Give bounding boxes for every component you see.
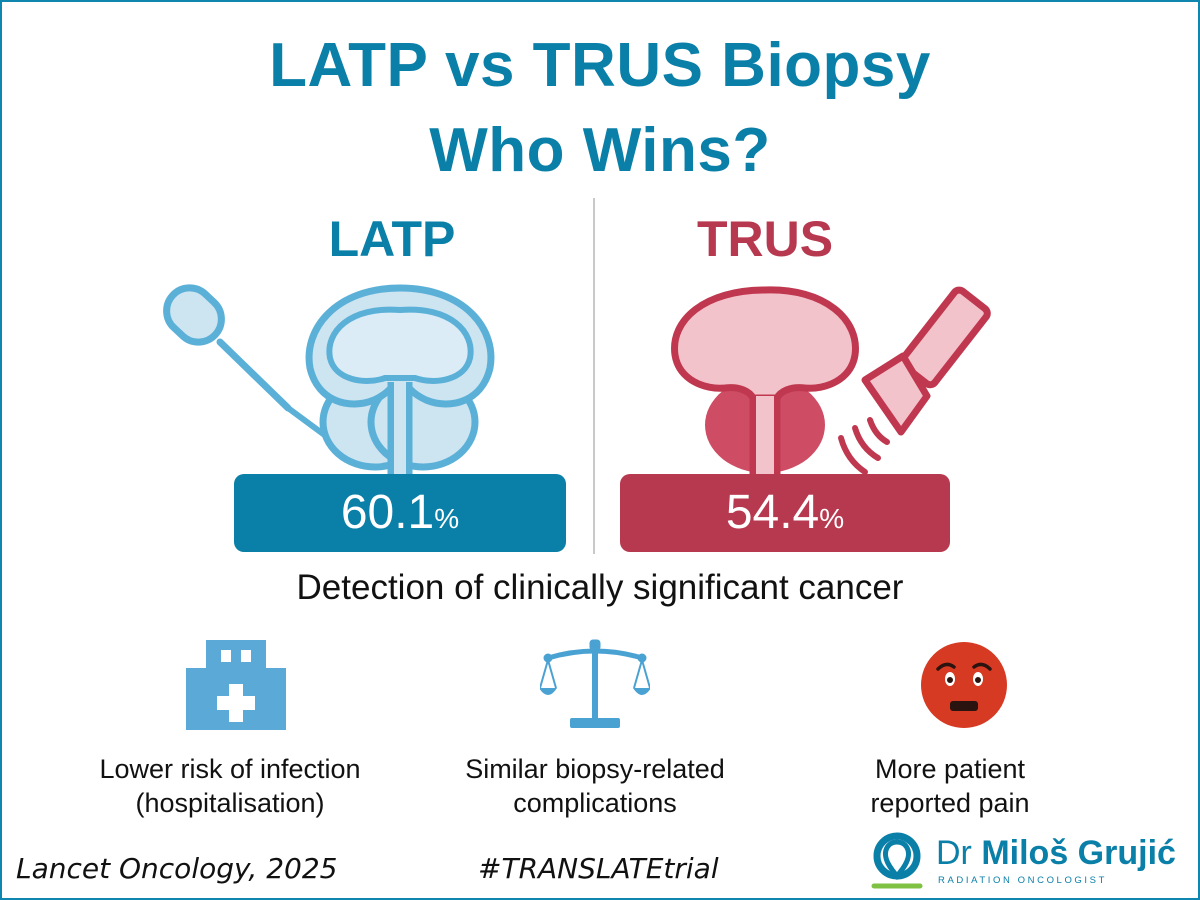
benefit-infection-line2: (hospitalisation) bbox=[135, 788, 325, 819]
title-line-2: Who Wins? bbox=[429, 116, 771, 185]
hospital-icon bbox=[186, 640, 286, 730]
latp-detection-value: 60.1 bbox=[340, 486, 435, 539]
latp-detection-rate: 60.1% bbox=[234, 474, 566, 552]
benefit-infection: Lower risk of infection (hospitalisation… bbox=[50, 752, 410, 821]
benefit-infection-line1: Lower risk of infection bbox=[99, 754, 361, 784]
trus-detection-value: 54.4 bbox=[725, 486, 820, 539]
benefit-pain-line1: More patient bbox=[874, 754, 1026, 784]
benefit-pain-line2: reported pain bbox=[870, 788, 1030, 819]
trus-detection-rate: 54.4% bbox=[620, 474, 950, 552]
latp-heading: LATP bbox=[328, 211, 456, 267]
benefit-complications-line2: complications bbox=[513, 788, 677, 819]
benefit-complications-line1: Similar biopsy-related bbox=[465, 754, 725, 784]
title-line-1: LATP vs TRUS Biopsy bbox=[269, 31, 931, 100]
benefit-pain: More patient reported pain bbox=[790, 752, 1110, 821]
center-divider bbox=[593, 198, 595, 554]
citation: Lancet Oncology, 2025 bbox=[16, 852, 338, 885]
brand-logo-icon bbox=[871, 832, 923, 889]
scales-icon bbox=[540, 639, 650, 728]
trus-biopsy-icon bbox=[671, 286, 991, 475]
brand-fullname: Miloš Grujić bbox=[981, 834, 1176, 872]
brand-subtitle: RADIATION ONCOLOGIST bbox=[938, 875, 1108, 886]
hashtag: #TRANSLATEtrial bbox=[478, 852, 719, 885]
benefit-complications: Similar biopsy-related complications bbox=[415, 752, 775, 821]
trus-heading: TRUS bbox=[696, 211, 834, 267]
latp-detection-unit: % bbox=[434, 503, 460, 534]
worried-face-icon bbox=[921, 642, 1007, 728]
trus-detection-unit: % bbox=[819, 503, 845, 534]
detection-caption: Detection of clinically significant canc… bbox=[296, 568, 904, 607]
brand-name: Dr Miloš Grujić bbox=[936, 834, 1176, 873]
latp-biopsy-icon bbox=[163, 284, 495, 482]
brand-prefix: Dr bbox=[936, 834, 972, 872]
